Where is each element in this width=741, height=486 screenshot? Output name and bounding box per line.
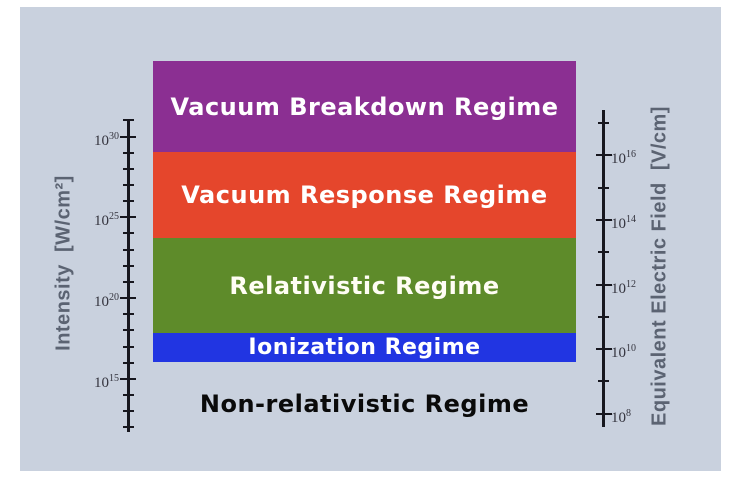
left-axis-minor-tick [122, 167, 134, 170]
left-axis-minor-tick [122, 184, 134, 186]
regime-band-label: Vacuum Response Regime [181, 181, 548, 209]
right-axis-line [602, 110, 605, 427]
left-axis-major-tick [120, 297, 136, 300]
right-axis-tick-label: 1010 [611, 343, 636, 362]
left-axis-minor-tick [122, 426, 134, 429]
left-axis-title: Intensity [W/cm²] [52, 175, 75, 351]
right-axis-tick-label: 1016 [611, 149, 636, 168]
right-axis-major-tick [595, 154, 612, 157]
left-axis-minor-tick [122, 345, 134, 348]
left-axis-minor-tick [122, 280, 134, 283]
left-axis-tick-label: 1030 [94, 130, 119, 149]
regime-band-label: Non-relativistic Regime [199, 390, 530, 418]
regime-band-label: Vacuum Breakdown Regime [170, 92, 559, 121]
left-axis-minor-tick [122, 361, 134, 364]
left-axis-minor-tick [122, 232, 134, 235]
right-axis-tick-label: 108 [611, 407, 631, 426]
right-axis-minor-tick [598, 380, 609, 383]
regime-band-0: Vacuum Breakdown Regime [153, 61, 576, 152]
left-axis-minor-tick [122, 119, 134, 122]
left-axis-tick-label: 1020 [94, 292, 119, 311]
regime-band-2: Relativistic Regime [153, 238, 576, 333]
right-axis-minor-tick [598, 315, 609, 318]
right-axis-tick-label: 1014 [611, 213, 636, 232]
right-axis-tick-label: 1012 [611, 278, 636, 297]
left-axis-minor-tick [122, 329, 134, 332]
left-axis-tick-label: 1015 [94, 372, 119, 391]
right-axis-minor-tick [598, 122, 609, 124]
right-axis-major-tick [595, 218, 612, 221]
regime-band-4: Non-relativistic Regime [153, 362, 576, 446]
left-axis-minor-tick [122, 313, 134, 316]
right-axis-major-tick [595, 348, 612, 351]
regime-band-label: Ionization Regime [248, 335, 481, 360]
regime-band-label: Relativistic Regime [229, 271, 500, 300]
right-axis-major-tick [595, 283, 612, 286]
left-axis-minor-tick [122, 200, 134, 203]
regime-band-1: Vacuum Response Regime [153, 152, 576, 238]
left-axis-line [126, 120, 130, 432]
left-axis-major-tick [120, 377, 136, 380]
regime-band-3: Ionization Regime [153, 333, 576, 362]
left-axis-major-tick [120, 216, 136, 219]
left-axis-minor-tick [122, 393, 134, 396]
right-axis-major-tick [595, 412, 612, 415]
left-axis-minor-tick [122, 410, 134, 413]
left-axis-minor-tick [122, 151, 134, 154]
right-axis-minor-tick [598, 186, 609, 189]
right-axis-minor-tick [598, 251, 609, 254]
left-axis-tick-label: 1025 [94, 211, 119, 230]
right-axis-title: Equivalent Electric Field [V/cm] [648, 106, 671, 426]
left-axis-minor-tick [122, 264, 134, 267]
left-axis-major-tick [120, 135, 136, 138]
left-axis-minor-tick [122, 248, 134, 251]
